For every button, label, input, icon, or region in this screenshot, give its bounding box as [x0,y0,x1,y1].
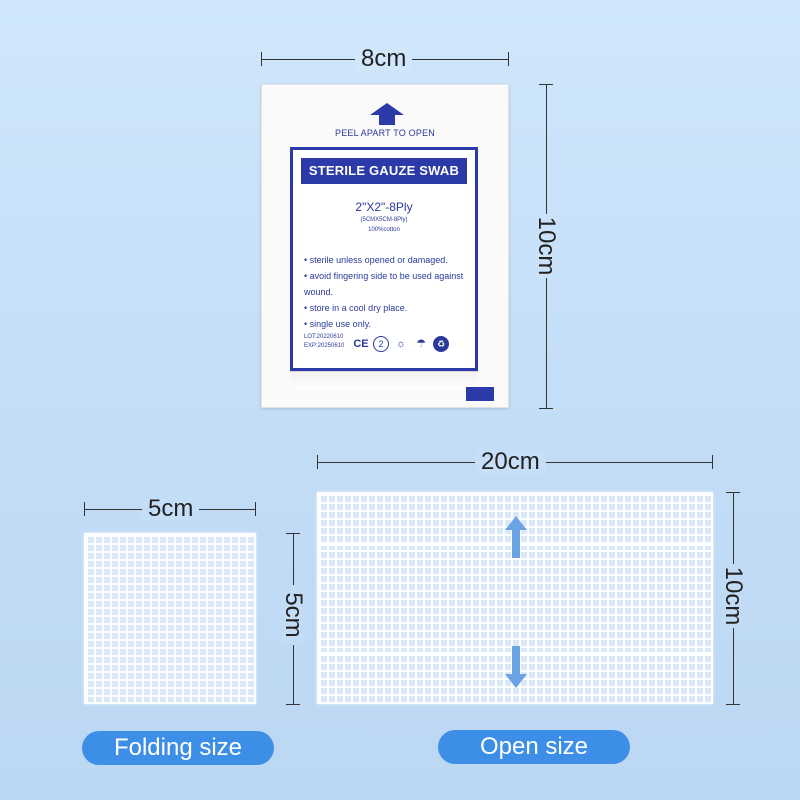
package-width-tick-left [261,52,262,66]
arrow-up-icon [370,103,404,125]
open-height-tick-bottom [726,704,740,705]
gauze-package: PEEL APART TO OPEN STERILE GAUZE SWAB 2"… [261,84,509,408]
umbrella-icon: ☂ [416,338,426,350]
folded-width-tick-right [255,502,256,516]
open-size-label: Open size [438,730,630,764]
folded-height-tick-bottom [286,704,300,705]
package-title: STERILE GAUZE SWAB [301,158,467,184]
package-symbols: CE 2 ☼ ☂ ♻ [353,336,449,352]
ce-mark-icon: CE [353,338,369,350]
folded-width-tick-left [84,502,85,516]
open-width-label: 20cm [475,450,546,474]
package-width-tick-right [508,52,509,66]
open-height-tick-top [726,492,740,493]
package-material: 100%cotton [368,227,400,233]
open-height-label: 10cm [720,564,747,628]
do-not-reuse-icon: 2 [373,336,389,352]
lot-number: LOT:20220610 [304,334,344,340]
package-seal [290,371,478,390]
folded-height-tick-top [286,533,300,534]
arrow-up-icon [505,516,527,558]
sun-icon: ☼ [395,338,407,350]
package-height-tick-bottom [539,408,553,409]
instruction-item: avoid fingering side to be used against … [304,268,476,300]
instruction-item: single use only. [304,316,476,332]
open-width-tick-right [712,455,713,469]
folded-height-label: 5cm [280,585,307,645]
peel-instruction: PEEL APART TO OPEN [335,128,435,138]
package-height-tick-top [539,84,553,85]
package-size: 2"X2"-8Ply [355,200,413,214]
recycle-icon: ♻ [433,336,449,352]
instruction-item: store in a cool dry place. [304,300,476,316]
package-height-label: 10cm [533,214,560,278]
expiry-date: EXP:20250610 [304,343,345,349]
package-instructions: sterile unless opened or damaged. avoid … [304,252,476,332]
package-label-frame: STERILE GAUZE SWAB 2"X2"-8Ply (5CMX5CM-8… [290,147,478,371]
instruction-item: sterile unless opened or damaged. [304,252,476,268]
open-gauze [317,492,713,704]
arrow-down-icon [505,646,527,688]
package-size-metric: (5CMX5CM-8Ply) [360,217,408,223]
color-swatch [466,387,494,401]
open-width-tick-left [317,455,318,469]
folded-width-label: 5cm [142,497,200,521]
folding-size-label: Folding size [82,731,274,765]
folded-gauze [84,533,256,704]
package-width-label: 8cm [355,47,413,71]
